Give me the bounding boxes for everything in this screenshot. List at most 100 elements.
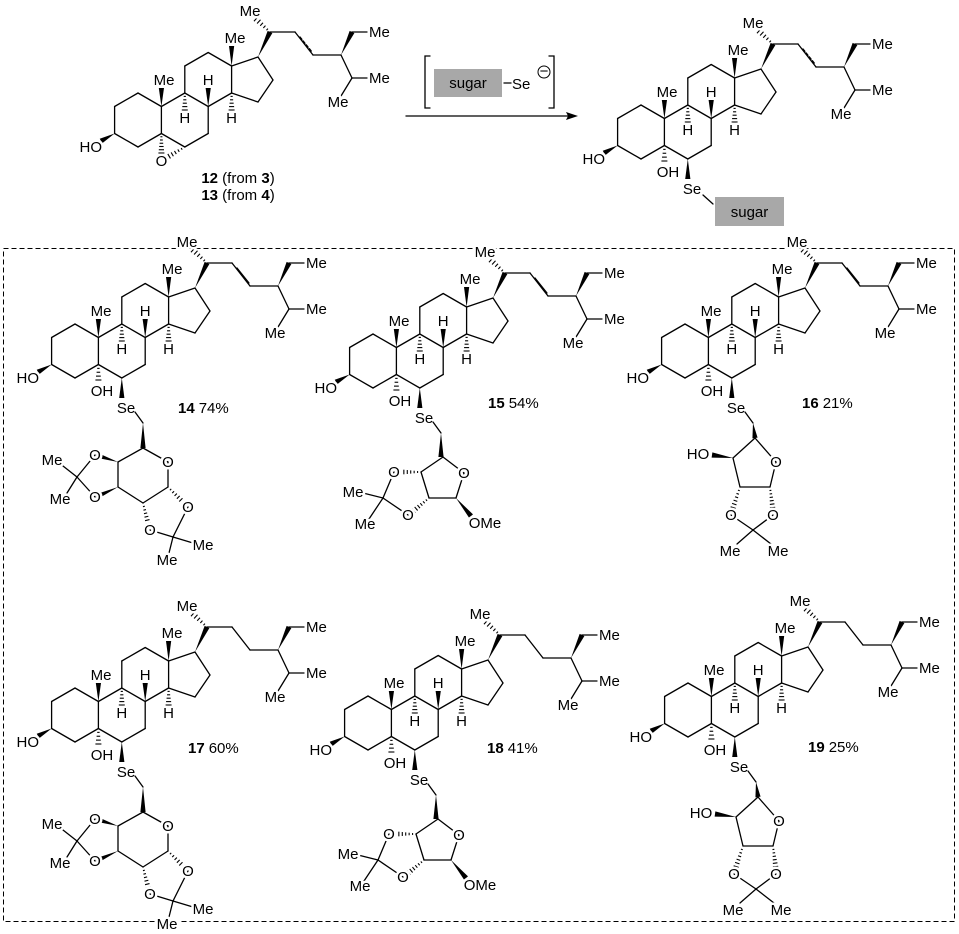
hashed-bond [169, 488, 189, 508]
bond [137, 92, 163, 108]
bond [207, 92, 233, 108]
bond [367, 695, 393, 711]
methyl-label: Me [460, 271, 481, 288]
methyl-label: Me [306, 619, 327, 636]
wedge-bond [329, 736, 345, 747]
bond [687, 104, 712, 120]
label-part: 4 [261, 187, 270, 204]
bond [731, 363, 756, 379]
bond [343, 735, 369, 751]
bond [890, 644, 903, 669]
bond [733, 68, 762, 79]
hashed-bond [190, 247, 206, 262]
bond [194, 310, 211, 334]
wedge-bond [119, 378, 125, 398]
hydroxyl-label: OH [384, 755, 407, 772]
compound-number: 16 [802, 395, 819, 412]
bond [382, 471, 395, 499]
bond [137, 132, 163, 148]
wedge-bond [229, 46, 235, 66]
bond [702, 194, 714, 205]
wedge-bond [752, 319, 758, 338]
bond [257, 56, 274, 81]
bond [414, 735, 439, 751]
bond [460, 695, 489, 706]
hashed-bond [731, 685, 738, 701]
hydroxyl-label: OH [701, 383, 724, 400]
bond [419, 373, 444, 389]
bond [294, 31, 314, 56]
selenium-label: Se [117, 764, 135, 781]
hashed-bond [118, 326, 125, 342]
bond [415, 818, 439, 835]
wedge-bond [94, 487, 118, 500]
bond [843, 89, 856, 109]
hashed-bond [142, 505, 153, 529]
bond [117, 486, 144, 504]
wedge-bond [388, 691, 394, 710]
bond [50, 363, 76, 379]
methyl-label: Me [177, 234, 198, 251]
wedge-bond [94, 851, 118, 864]
products-panel-border [3, 248, 955, 922]
hydrogen-label: H [773, 341, 784, 358]
wedge-bond [95, 319, 101, 338]
label-part: 13 [201, 187, 218, 204]
wedge-bond [142, 319, 148, 338]
bond [420, 471, 430, 499]
compound-number: 15 [488, 395, 505, 412]
hydrogen-label: H [433, 675, 444, 692]
bond [184, 132, 209, 148]
bond [616, 104, 642, 120]
hashed-bond [118, 690, 125, 706]
methyl-label: Me [265, 325, 286, 342]
sugar-label: sugar [449, 75, 487, 92]
bond [687, 682, 713, 698]
hashed-bond [95, 731, 102, 745]
hashed-bond [95, 367, 102, 381]
epoxide-oxygen-label: O [156, 153, 168, 170]
bond [194, 674, 211, 698]
wedge-bond [649, 723, 665, 734]
bond [570, 657, 583, 682]
methyl-label: Me [162, 625, 183, 642]
wedge-bond [36, 728, 52, 739]
hydrogen-label: H [682, 122, 693, 139]
bond [121, 363, 146, 379]
hashed-bond [800, 247, 816, 262]
wedge-bond [142, 683, 148, 702]
wedge-bond [438, 433, 444, 457]
wedge-bond [464, 287, 470, 307]
label-part: ) [270, 170, 275, 187]
compound-number: 19 [808, 739, 825, 756]
oxygen-label: O [388, 464, 400, 481]
bond [663, 144, 689, 160]
bond [887, 308, 900, 328]
wedge-bond [576, 271, 590, 296]
bond [414, 654, 439, 670]
bond [757, 641, 783, 657]
methyl-label: Me [743, 15, 764, 32]
bond [780, 682, 809, 693]
bond [160, 92, 186, 108]
compound-yield: 21% [823, 395, 853, 412]
hashed-bond [661, 148, 668, 162]
bond [348, 373, 374, 389]
bond [230, 92, 259, 103]
bond [460, 659, 489, 670]
wedge-bond [646, 364, 662, 375]
bond [752, 529, 772, 545]
methyl-label: Me [350, 878, 371, 895]
bond [194, 287, 211, 312]
bond [754, 437, 777, 463]
bond [455, 472, 465, 499]
methyl-label: Me [657, 84, 678, 101]
bond [231, 262, 251, 287]
methyl-label: Me [604, 311, 625, 328]
hashed-bond [416, 336, 423, 352]
bond [144, 646, 170, 662]
bond [50, 687, 76, 703]
